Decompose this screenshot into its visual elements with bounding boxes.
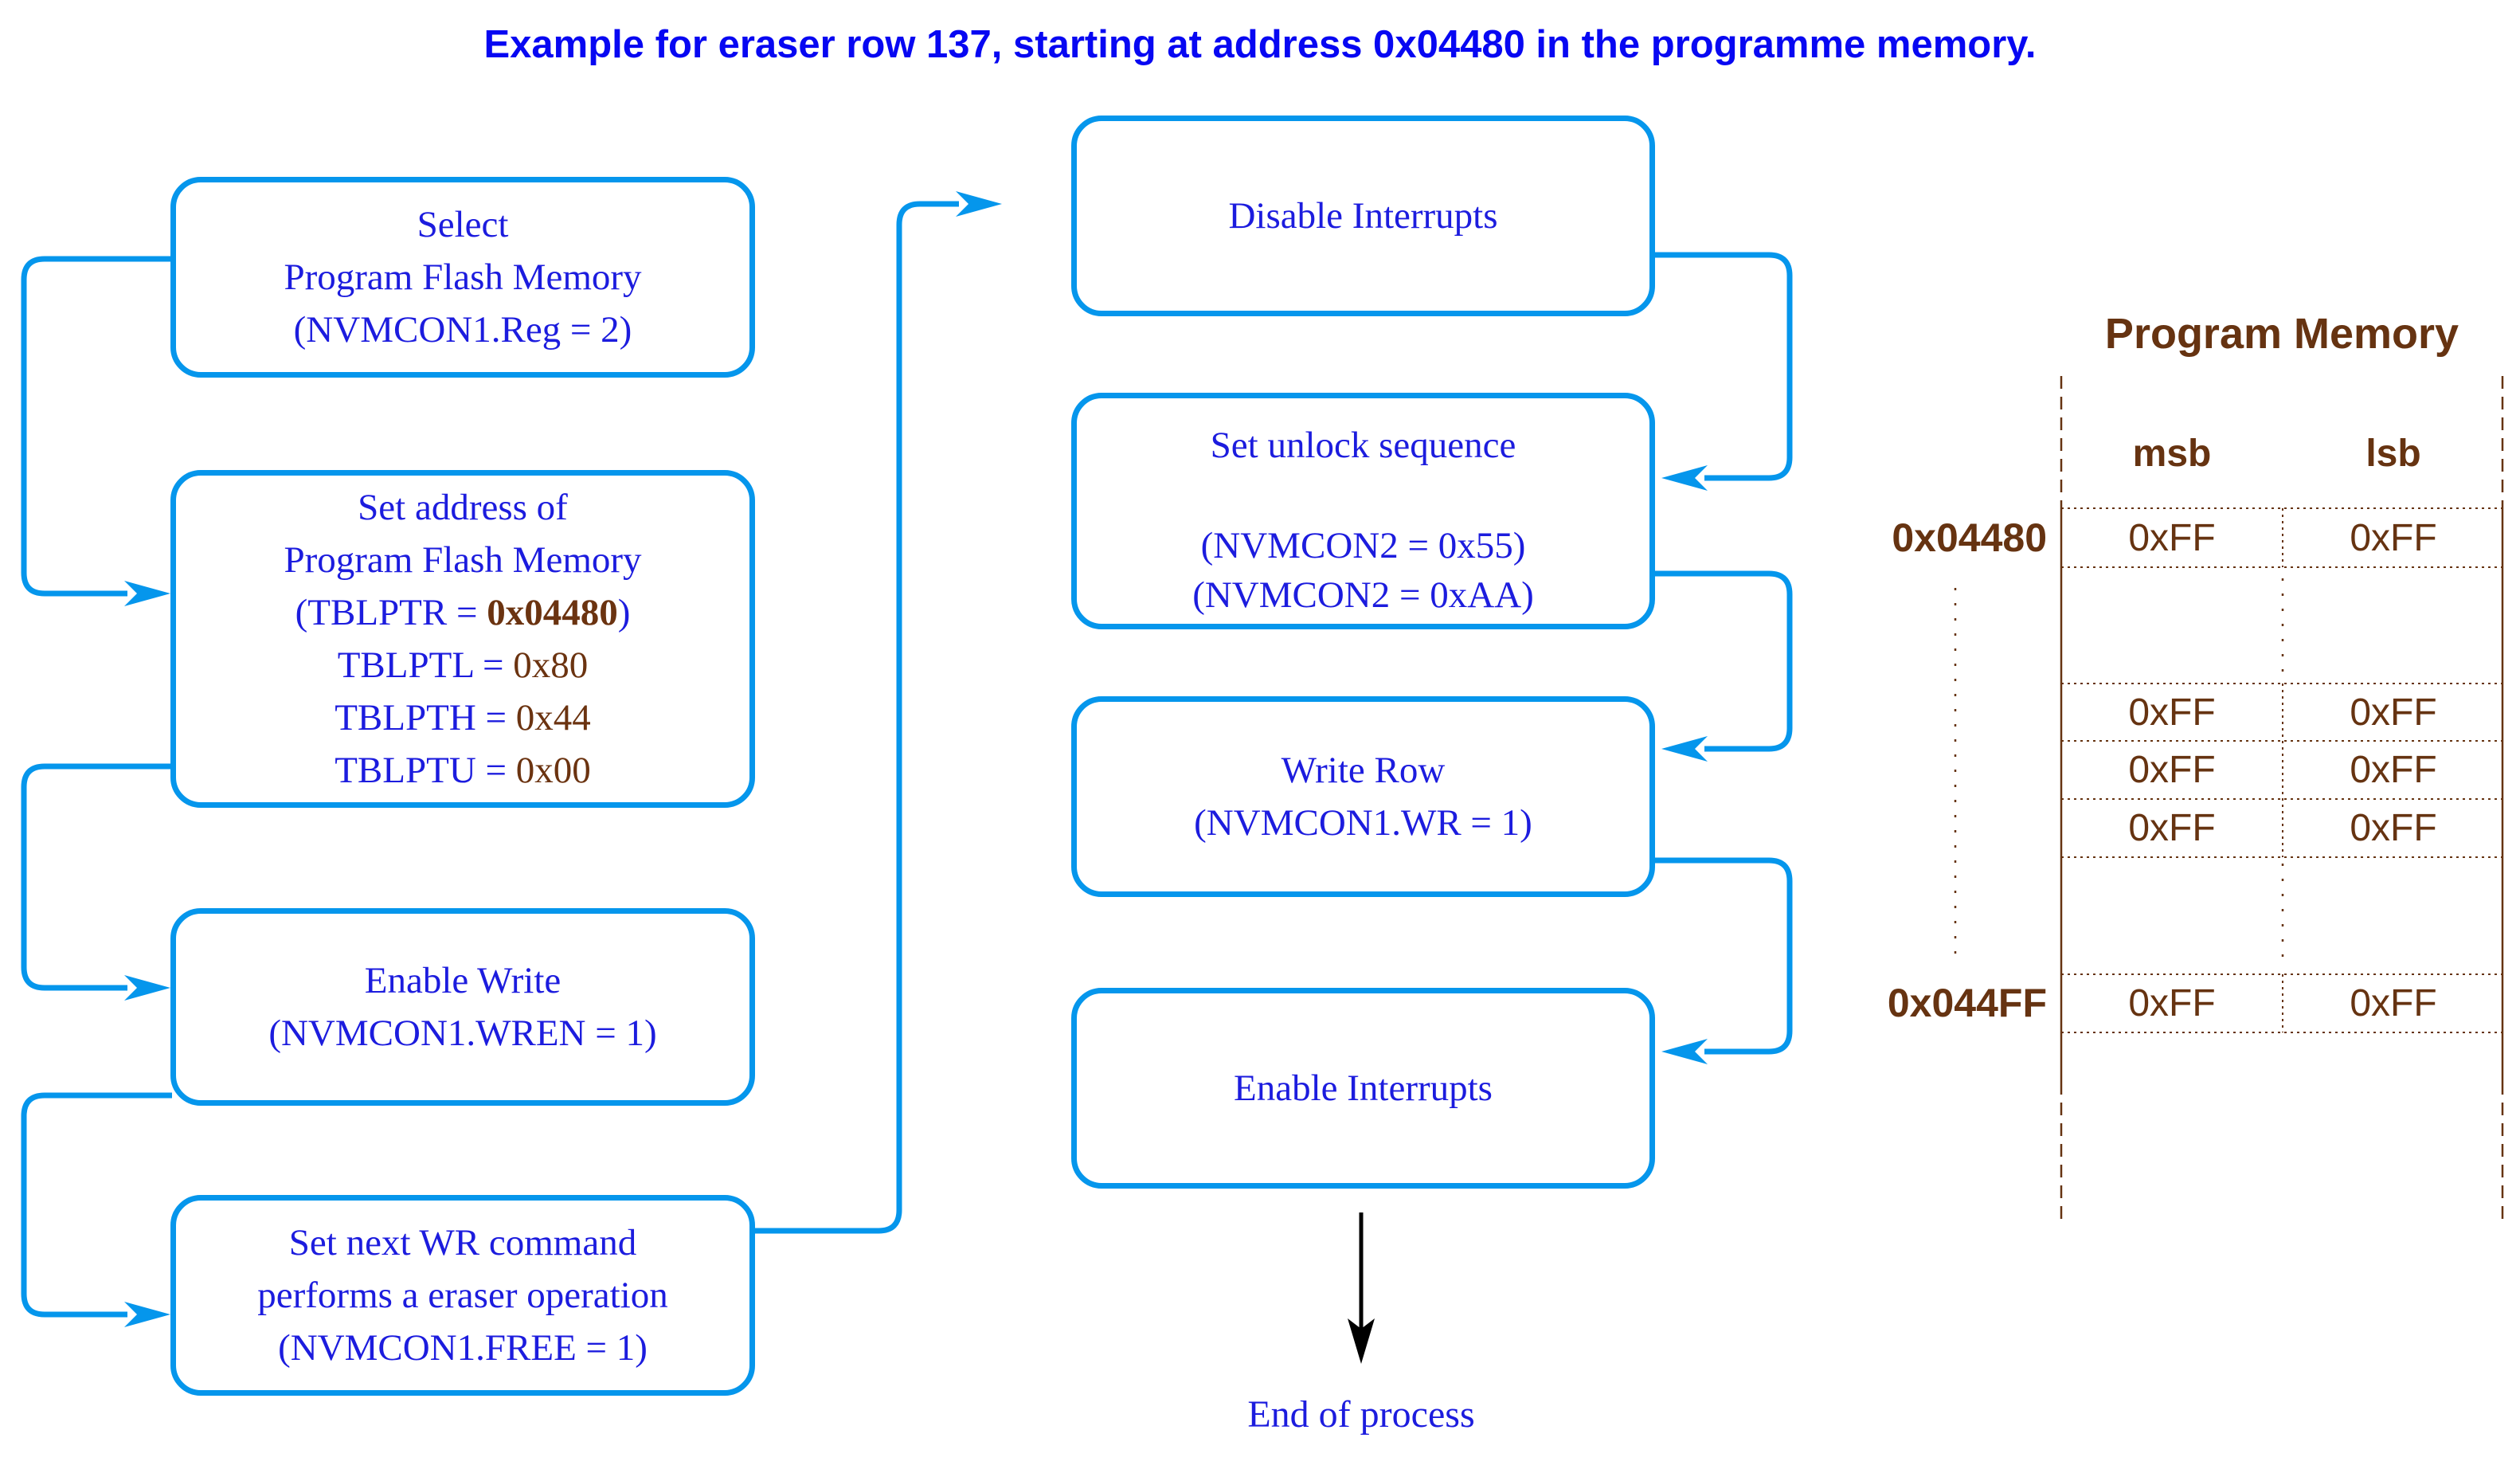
flow-box-disable-interrupts: Disable Interrupts (1071, 116, 1655, 316)
connector-writerow-to-enableinterrupts (1655, 857, 1793, 1055)
tblptl-label: TBLPTL = (337, 644, 514, 686)
connector-disable-to-unlock (1655, 252, 1793, 481)
memory-cell-lsb: 0xFF (2350, 516, 2437, 559)
flow-box-enable-interrupts: Enable Interrupts (1071, 988, 1655, 1189)
connector-setfree-to-disableinterrupts (755, 201, 959, 1234)
tblptr-close: ) (617, 592, 631, 633)
end-of-process-label: End of process (1247, 1393, 1475, 1436)
memory-cell-lsb: 0xFF (2350, 748, 2437, 791)
box-line: (TBLPTR = 0x04480) (295, 586, 631, 639)
box-line: Select (417, 204, 509, 245)
memory-cell-msb: 0xFF (2128, 806, 2216, 849)
connector-select-to-setaddress (21, 256, 172, 597)
tblpth-label: TBLPTH = (335, 697, 516, 738)
memory-cell-lsb: 0xFF (2350, 691, 2437, 734)
connector-enablewrite-to-setfree (21, 1092, 172, 1318)
column-header-msb: msb (2132, 433, 2212, 475)
arrow-right-icon (124, 1302, 170, 1327)
tblptl-value: 0x80 (513, 644, 589, 686)
arrow-left-icon (1661, 465, 1708, 491)
memory-cell-msb: 0xFF (2128, 748, 2216, 791)
tblptu-label: TBLPTU = (335, 750, 516, 791)
memory-cell-lsb: 0xFF (2350, 806, 2437, 849)
connector-unlock-to-writerow (1655, 570, 1793, 752)
memory-table-lines (1954, 376, 2504, 1223)
box-line: Enable Write (364, 960, 562, 1001)
memory-cell-lsb: 0xFF (2350, 981, 2437, 1024)
box-line: performs a eraser operation (257, 1275, 668, 1316)
box-line: (NVMCON2 = 0xAA) (1192, 574, 1534, 616)
memory-cell-msb: 0xFF (2128, 516, 2216, 559)
flow-box-enable-write: Enable Write (NVMCON1.WREN = 1) (170, 908, 755, 1106)
arrow-left-icon (1661, 1039, 1708, 1064)
box-line: Disable Interrupts (1228, 195, 1498, 237)
end-arrow (1348, 1212, 1375, 1364)
box-line: (NVMCON1.WREN = 1) (268, 1013, 657, 1054)
arrow-left-icon (1661, 736, 1708, 762)
flow-box-set-free: Set next WR command performs a eraser op… (170, 1195, 755, 1396)
page-title: Example for eraser row 137, starting at … (483, 23, 2037, 66)
column-header-lsb: lsb (2365, 433, 2421, 475)
box-line: Enable Interrupts (1234, 1067, 1493, 1109)
flow-connectors (21, 201, 1793, 1318)
tblpth-value: 0x44 (515, 697, 591, 738)
flow-box-set-address: Set address of Program Flash Memory (TBL… (170, 470, 755, 808)
arrow-right-icon (124, 581, 170, 606)
box-line: TBLPTL = 0x80 (338, 639, 589, 691)
box-line: (NVMCON1.Reg = 2) (293, 309, 632, 351)
memory-cell-msb: 0xFF (2128, 981, 2216, 1024)
flow-box-select-pfm: Select Program Flash Memory (NVMCON1.Reg… (170, 177, 755, 378)
flow-box-set-unlock-sequence: Set unlock sequence (NVMCON2 = 0x55) (NV… (1071, 393, 1655, 629)
arrow-right-icon (124, 975, 170, 1001)
box-line: Set address of (358, 487, 568, 528)
tblptr-label: (TBLPTR = (295, 592, 487, 633)
flow-arrowheads (124, 191, 1708, 1327)
box-line: (NVMCON2 = 0x55) (1200, 525, 1526, 566)
address-label: 0x04480 (1892, 515, 2047, 560)
arrow-down-icon (1348, 1318, 1375, 1364)
tblptr-value: 0x04480 (487, 592, 618, 633)
box-line: TBLPTU = 0x00 (335, 744, 591, 797)
box-line: Program Flash Memory (284, 539, 642, 581)
box-line: (NVMCON1.WR = 1) (1194, 802, 1532, 844)
address-label: 0x044FF (1887, 981, 2047, 1025)
box-line: (NVMCON1.FREE = 1) (278, 1327, 648, 1369)
tblptu-value: 0x00 (515, 750, 591, 791)
box-line: Program Flash Memory (284, 257, 642, 298)
flow-box-write-row: Write Row (NVMCON1.WR = 1) (1071, 696, 1655, 897)
box-line: Write Row (1281, 750, 1446, 791)
box-line: Set unlock sequence (1210, 425, 1516, 466)
box-line: Set next WR command (288, 1222, 637, 1263)
arrow-right-icon (956, 191, 1002, 217)
memory-cell-msb: 0xFF (2128, 691, 2216, 734)
connector-setaddress-to-enablewrite (21, 763, 172, 991)
box-line: TBLPTH = 0x44 (335, 691, 591, 744)
memory-table-title: Program Memory (2104, 310, 2459, 358)
